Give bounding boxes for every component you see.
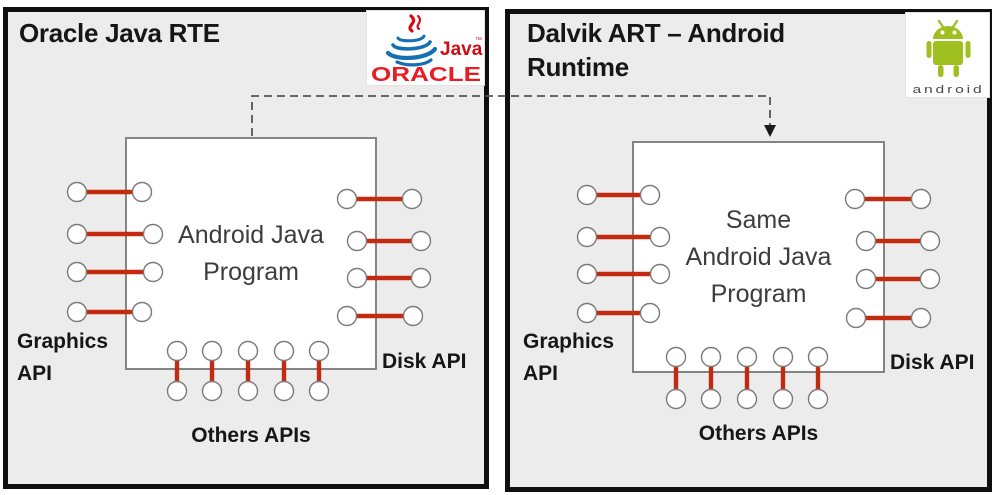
java-cup-icon: [385, 34, 438, 67]
java-wordmark: Java: [440, 39, 483, 60]
left-program-line-2: Program: [203, 257, 299, 286]
java-steam-icon: [408, 14, 422, 33]
right-program-line-1: Same: [725, 205, 792, 234]
right-program-line-2: Android Java: [685, 242, 832, 271]
left-program-line-1: Android Java: [178, 220, 324, 249]
android-logo-graphic: android: [913, 19, 985, 96]
right-program-line-3: Program: [710, 279, 807, 308]
java-oracle-logo-graphic: Java ™ ORACLE: [371, 14, 483, 86]
oracle-java-rte-panel: Oracle Java RTE Java ™ ORACLE: [3, 7, 489, 489]
right-panel-title-line2: Runtime: [527, 52, 629, 82]
right-graphics-api-label: Graphics API: [523, 330, 615, 385]
dalvik-art-panel: Dalvik ART – Android Runtime: [505, 9, 992, 492]
right-others-apis-label: Others APIs: [698, 422, 819, 445]
android-robot-icon: [926, 19, 971, 77]
oracle-wordmark: ORACLE: [371, 64, 481, 86]
left-others-apis-label: Others APIs: [191, 424, 311, 447]
right-program-box: Same Android Java Program: [632, 141, 885, 373]
left-graphics-api-label: Graphics API: [17, 330, 109, 385]
left-panel-title: Oracle Java RTE: [19, 16, 220, 50]
right-panel-title-line1: Dalvik ART – Android: [527, 18, 785, 48]
android-logo: android: [905, 12, 990, 98]
java-trademark: ™: [475, 37, 482, 44]
left-panel-title-text: Oracle Java RTE: [19, 18, 220, 48]
left-disk-api-label: Disk API: [382, 350, 467, 373]
java-oracle-logo: Java ™ ORACLE: [366, 10, 485, 86]
right-panel-title: Dalvik ART – Android Runtime: [527, 16, 785, 84]
right-disk-api-label: Disk API: [890, 351, 975, 374]
android-wordmark: android: [913, 84, 985, 96]
left-program-box: Android Java Program: [125, 137, 377, 370]
